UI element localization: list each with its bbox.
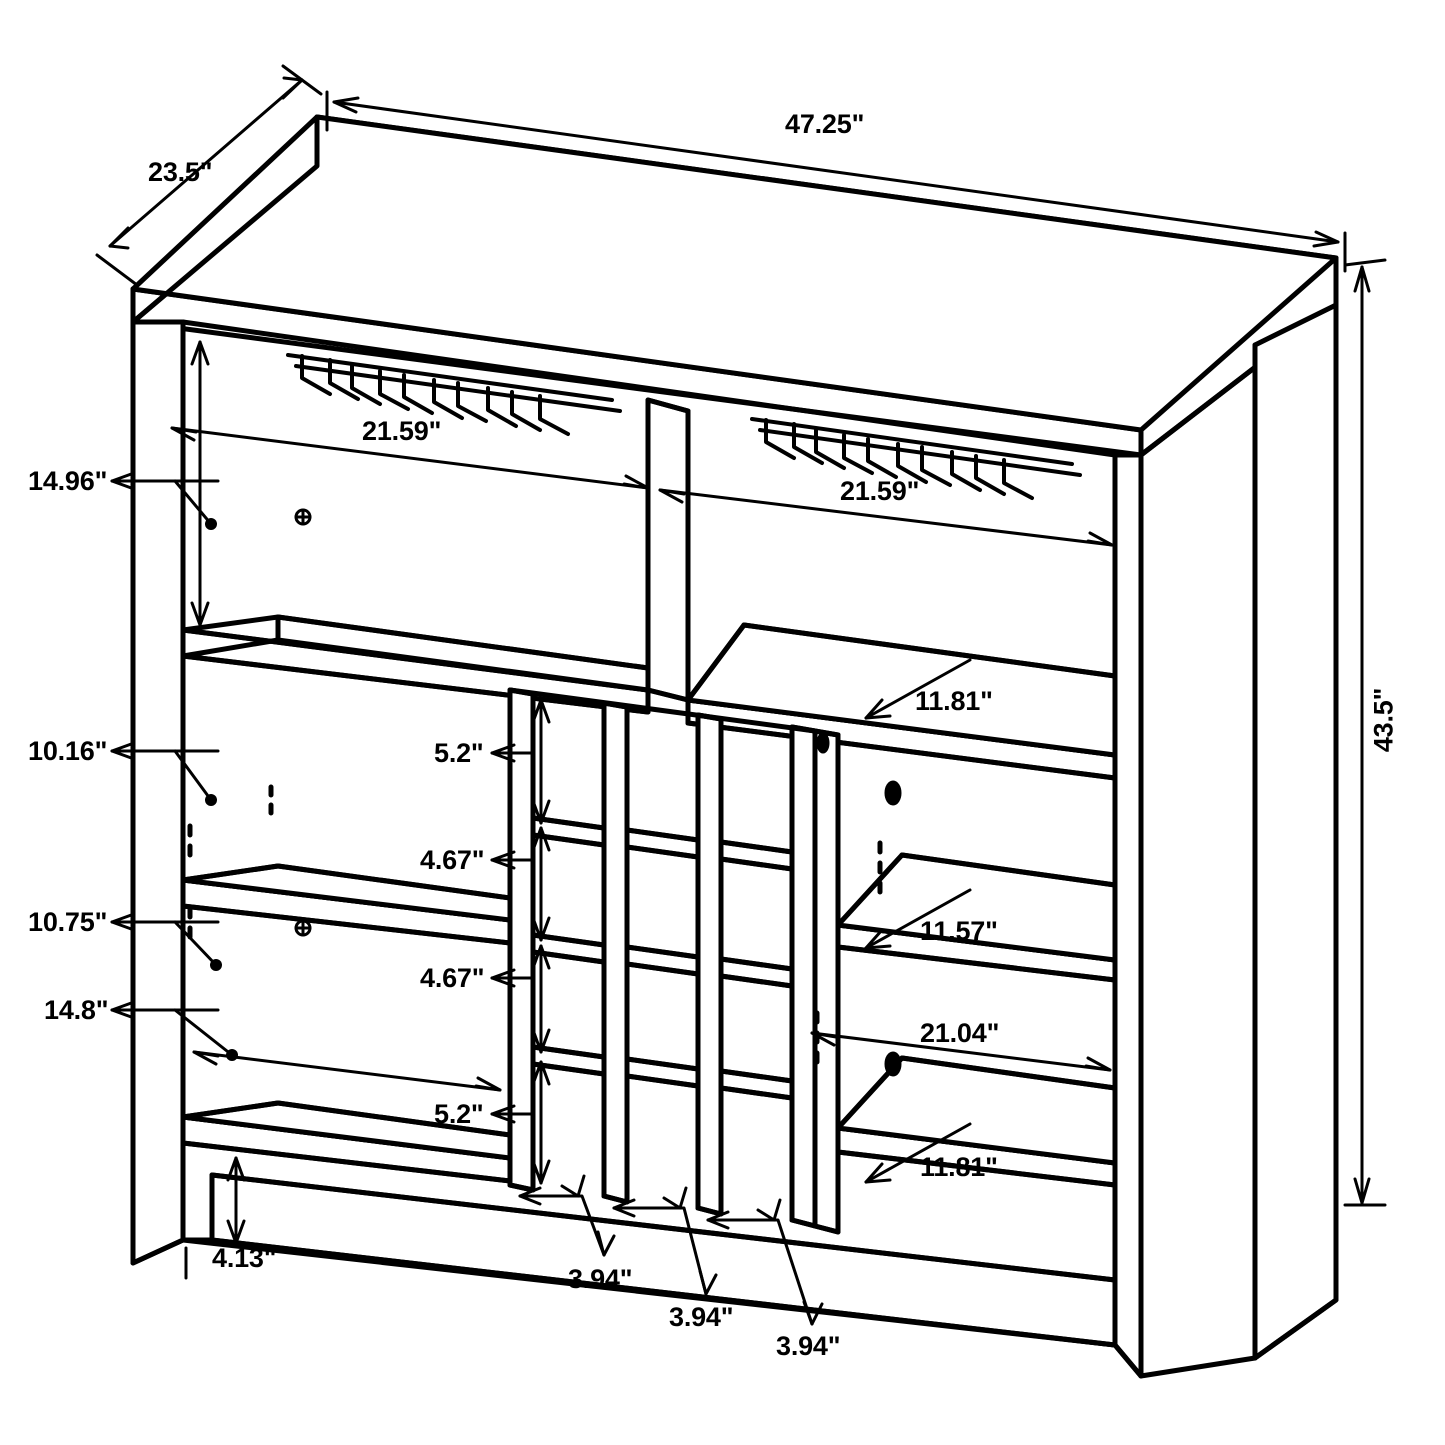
interior-hardware-marks [187,508,902,1077]
wine-rack-grid [507,687,818,1229]
dim-label-base-height: 4.13" [212,1243,277,1273]
dim-label-rack-cell-lower-mid: 4.67" [420,963,485,993]
dim-label-bottom-left-shelf-height: 14.8" [44,995,109,1025]
upper-right-shelf [685,622,1118,781]
dim-label-rack-column-3: 3.94" [776,1331,841,1361]
dim-label-right-lower-shelf-width: 21.04" [920,1018,1000,1048]
dim-label-rack-column-2: 3.94" [669,1302,734,1332]
dim-label-top-right-shelf-width: 21.59" [840,476,920,506]
right-partition-and-shelves [812,728,1118,1235]
dim-label-rack-cell-top: 5.2" [434,738,484,768]
dim-label-mid-left-shelf-height: 10.16" [28,736,108,766]
dim-label-right-bottom-shelf-depth: 11.81" [920,1152,998,1182]
dim-label-width: 47.25" [785,109,865,139]
dim-label-rack-cell-upper-mid: 4.67" [420,845,485,875]
dim-label-top-left-shelf-height: 14.96" [28,466,108,496]
right-side-panel [1112,302,1339,1379]
dim-label-rack-cell-bottom: 5.2" [434,1099,484,1129]
left-side-panel [130,319,186,1266]
middle-left-shelf [180,863,513,946]
dim-label-rack-column-1: 3.94" [568,1264,633,1294]
dim-label-lower-left-shelf-height: 10.75" [28,907,108,937]
dim-label-right-upper-shelf-depth: 11.81" [915,686,993,716]
base-rail [180,1172,1118,1348]
top-panel [130,114,1339,458]
stemware-rack-left [286,353,622,436]
stemware-rack-right [750,417,1082,500]
dim-label-right-mid-shelf-depth: 11.57" [920,916,998,946]
upper-center-divider [645,397,691,703]
dim-label-depth: 23.5" [148,157,213,187]
dimension-lines [95,64,1387,1326]
dim-label-top-left-shelf-width: 21.59" [362,416,442,446]
dim-label-height: 43.5" [1368,687,1399,753]
